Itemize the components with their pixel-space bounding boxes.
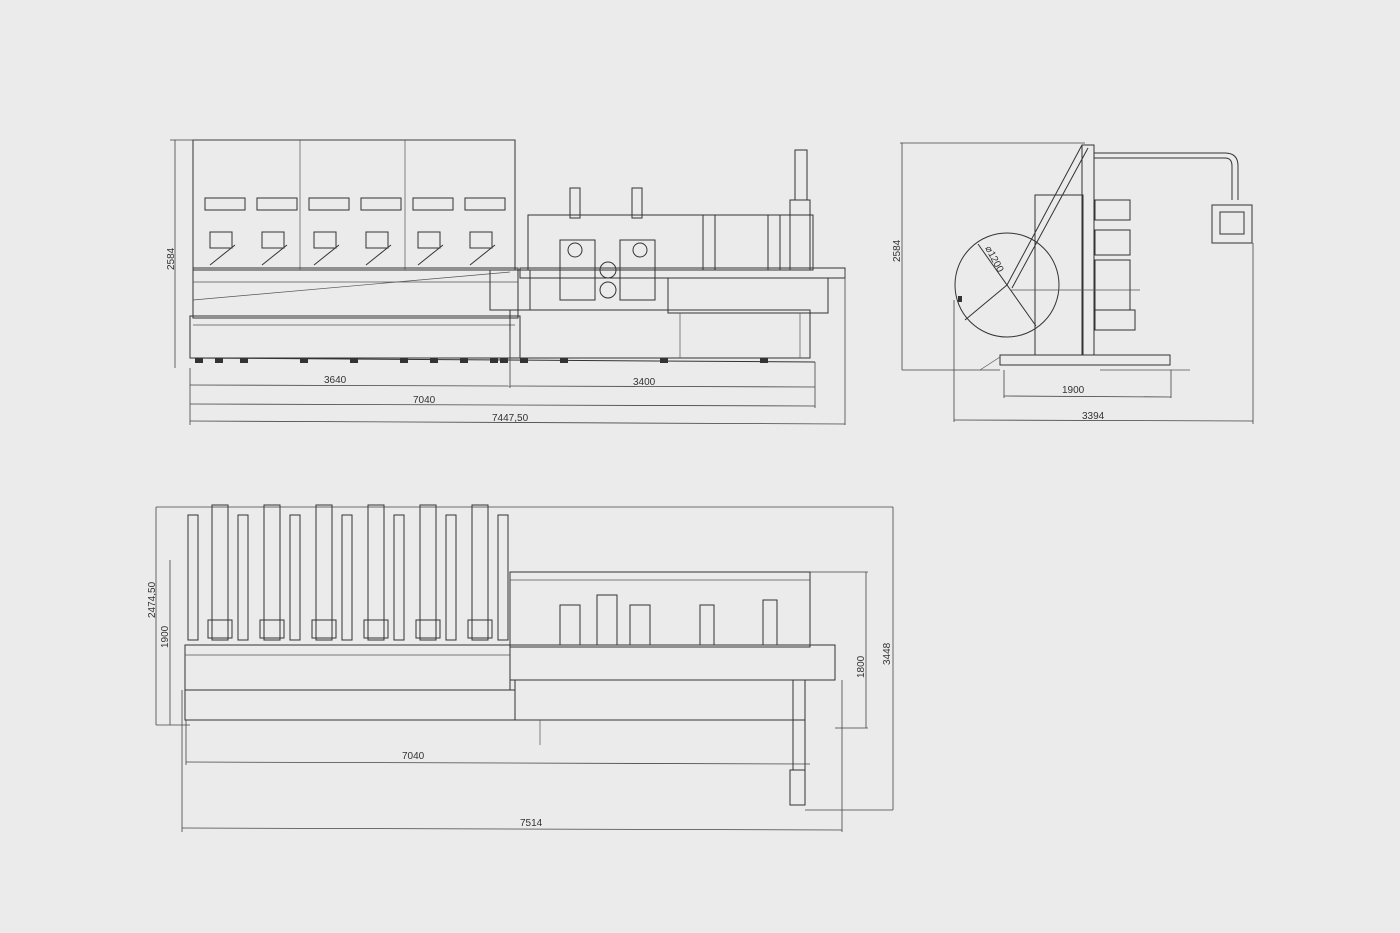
bobbin-column [211,504,229,641]
spindle-column [187,514,199,641]
leveling-foot [520,358,528,363]
tension-unit [469,231,493,249]
spindle-column [237,514,249,641]
leveling-foot [430,358,438,363]
spindle-base [207,619,233,639]
top-overall-length-dim: 7514 [520,818,543,829]
spindle-column [289,514,301,641]
spindle-base [415,619,441,639]
front-section-left-dim: 3640 [324,375,347,386]
spindle-base [259,619,285,639]
winding-head [204,197,246,211]
front-view: 2584 3640 3400 7040 7447,50 [166,139,846,425]
leveling-foot [350,358,358,363]
leveling-foot [215,358,223,363]
winding-head [256,197,298,211]
winding-head [360,197,402,211]
bobbin-column [367,504,385,641]
tension-unit [365,231,389,249]
spindle-column [393,514,405,641]
guide-arm [417,244,444,266]
side-view: 2584 ⌀1200 1900 3394 [892,142,1254,424]
leveling-foot [300,358,308,363]
side-base-dim: 1900 [1062,385,1085,396]
bobbin-column [263,504,281,641]
spindle-column [497,514,509,641]
guide-arm [469,244,496,266]
leveling-foot [460,358,468,363]
leveling-foot [500,358,508,363]
spindle-base [363,619,389,639]
leveling-foot [400,358,408,363]
top-right-depth-dim: 1800 [856,655,867,678]
front-overall-length-dim: 7447,50 [492,413,529,424]
top-overall-depth-dim: 3448 [882,642,893,665]
leveling-foot [195,358,203,363]
leveling-foot [660,358,668,363]
top-depth-lower-dim: 1900 [160,625,171,648]
leveling-foot [760,358,768,363]
front-height-dim: 2584 [166,247,177,270]
tension-unit [209,231,233,249]
leveling-foot [240,358,248,363]
bobbin-column [315,504,333,641]
tension-unit [313,231,337,249]
leveling-foot [490,358,498,363]
winding-head [308,197,350,211]
bobbin-column [471,504,489,641]
top-depth-upper-dim: 2474,50 [147,581,158,618]
spindle-base [467,619,493,639]
guide-arm [313,244,340,266]
roll-diameter-dim: ⌀1200 [982,244,1005,275]
guide-arm [365,244,392,266]
winding-head [464,197,506,211]
guide-arm [261,244,288,266]
top-frame-length-dim: 7040 [402,751,425,762]
winding-head [412,197,454,211]
spindle-base [311,619,337,639]
bobbin-column [419,504,437,641]
leveling-foot [560,358,568,363]
tension-unit [261,231,285,249]
top-view: 2474,50 1900 1800 3448 7040 7514 [147,504,894,832]
tension-unit [417,231,441,249]
spindle-column [341,514,353,641]
front-section-right-dim: 3400 [633,377,656,388]
spindle-column [445,514,457,641]
front-frame-length-dim: 7040 [413,395,436,406]
guide-arm [209,244,236,266]
side-overall-width-dim: 3394 [1082,411,1105,422]
side-height-dim: 2584 [892,239,903,262]
